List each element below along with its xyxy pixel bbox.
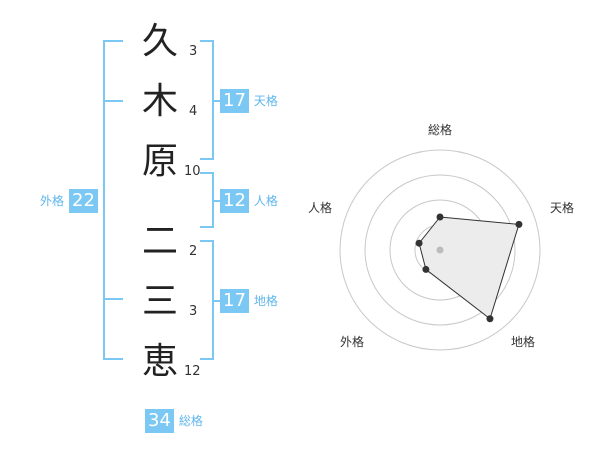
radar-chart [339,149,541,351]
chikaku-label: 地格 [253,294,278,308]
tenkaku-value: 17 [220,89,249,113]
name-char-2: 木 [141,81,178,122]
gaikaku-label: 外格 [40,194,65,208]
radar-point-top [436,213,444,221]
name-char-6: 恵 [141,341,178,382]
name-char-1: 久 [141,21,178,62]
name-char-4: 二 [141,221,178,262]
radar-ring-3 [364,174,516,326]
radar-polygon [418,216,520,320]
chikaku-value: 17 [220,289,249,313]
name-char-3: 原 [141,141,178,182]
stroke-count-1: 3 [189,44,198,59]
soukaku-value: 34 [145,409,174,433]
stroke-count-4: 2 [189,244,198,259]
radar-point-right [515,220,523,228]
radar-points [415,213,523,323]
gaikaku-value: 22 [69,189,98,213]
name-char-5: 三 [141,281,178,322]
radar-point-bottom-right [486,315,494,323]
stroke-count-6: 12 [184,364,201,379]
jinkaku-label: 人格 [253,194,278,208]
jinkaku-value: 12 [220,189,249,213]
radar-ring-4 [339,149,541,351]
radar-label-top: 総格 [428,123,453,137]
radar-center [436,246,444,254]
soukaku-label: 総格 [178,414,203,428]
radar-label-bottom-left: 外格 [340,335,365,349]
radar-point-left [415,239,423,247]
radar-label-bottom-right: 地格 [511,335,536,349]
stroke-count-5: 3 [189,304,198,319]
tenkaku-label: 天格 [253,94,278,108]
stroke-count-3: 10 [184,164,201,179]
radar-label-right: 天格 [550,201,575,215]
jinkaku-group: 12 人格 [220,189,278,213]
stroke-count-2: 4 [189,104,198,119]
tenkaku-group: 17 天格 [220,89,278,113]
gaikaku-group: 外格 22 [40,189,98,213]
chikaku-group: 17 地格 [220,289,278,313]
radar-label-left: 人格 [308,201,333,215]
radar-point-bottom-left [422,265,430,273]
soukaku-group: 34 総格 [145,409,203,433]
